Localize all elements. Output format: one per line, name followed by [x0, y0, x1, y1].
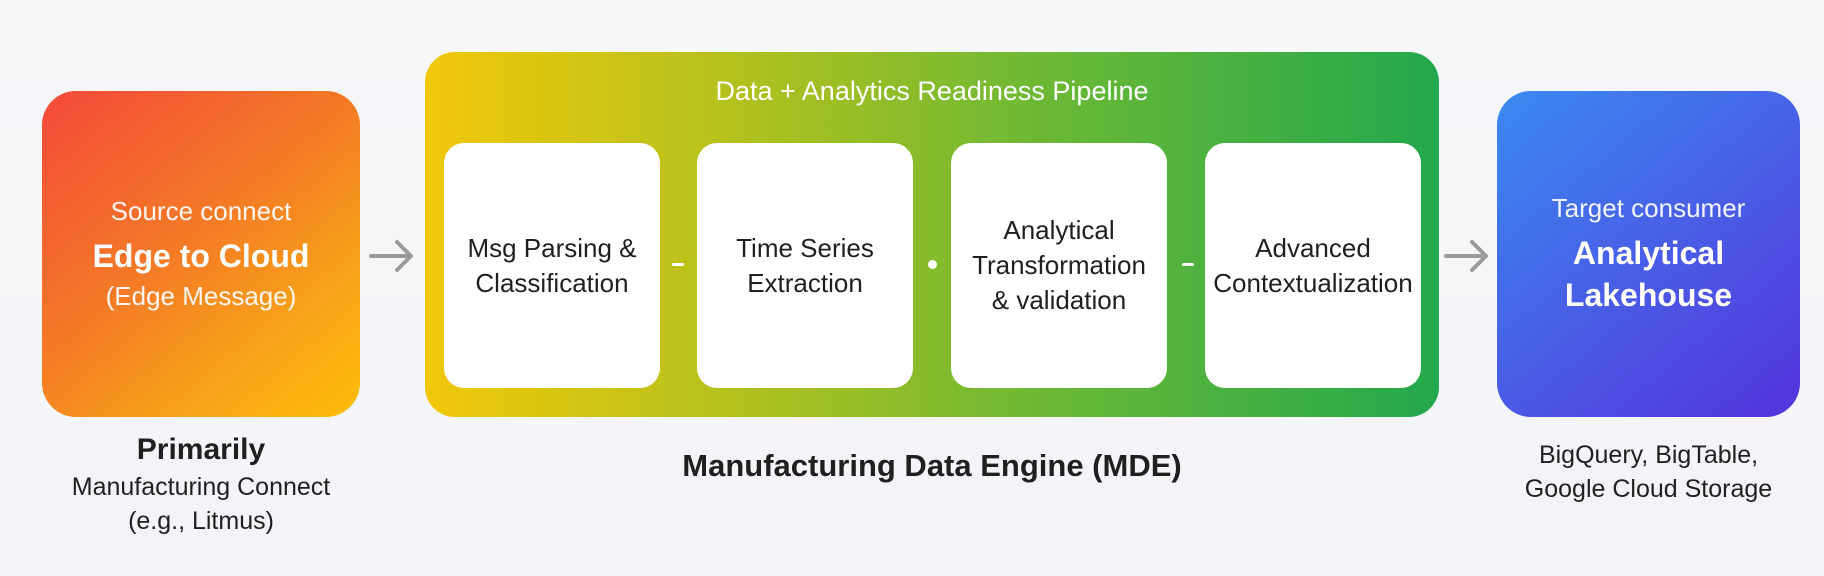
source-description: Primarily Manufacturing Connect (e.g., L… — [42, 430, 360, 538]
source-description-lead: Primarily — [136, 433, 266, 466]
target-description: BigQuery, BigTable, Google Cloud Storage — [1524, 441, 1773, 503]
arrow-right-icon — [1444, 240, 1488, 272]
source-description-detail: Manufacturing Connect (e.g., Litmus) — [71, 473, 331, 535]
source-title: Edge to Cloud — [92, 238, 310, 274]
dot-icon — [928, 260, 937, 269]
stage-analytical-transformation: Analytical Transformation & validation — [951, 143, 1167, 388]
target-caption: Target consumer — [1551, 192, 1746, 223]
source-caption: Source connect — [110, 196, 292, 226]
dash-icon — [672, 263, 684, 266]
stage-time-series-extraction: Time Series Extraction — [697, 143, 913, 388]
arrow-right-icon — [369, 240, 413, 272]
target-card: Target consumer Analytical Lakehouse — [1497, 91, 1800, 417]
source-subtitle: (Edge Message) — [105, 281, 297, 311]
stage-advanced-contextualization: Advanced Contextualization — [1205, 143, 1421, 388]
pipeline-title: Data + Analytics Readiness Pipeline — [715, 76, 1149, 106]
engine-label: Manufacturing Data Engine (MDE) — [682, 448, 1182, 483]
pipeline-container: Data + Analytics Readiness Pipeline Msg … — [425, 52, 1439, 417]
target-title: Analytical Lakehouse — [1564, 234, 1733, 313]
stage-msg-parsing: Msg Parsing & Classification — [444, 143, 660, 388]
source-card: Source connect Edge to Cloud (Edge Messa… — [42, 91, 360, 417]
dash-icon — [1182, 263, 1194, 266]
